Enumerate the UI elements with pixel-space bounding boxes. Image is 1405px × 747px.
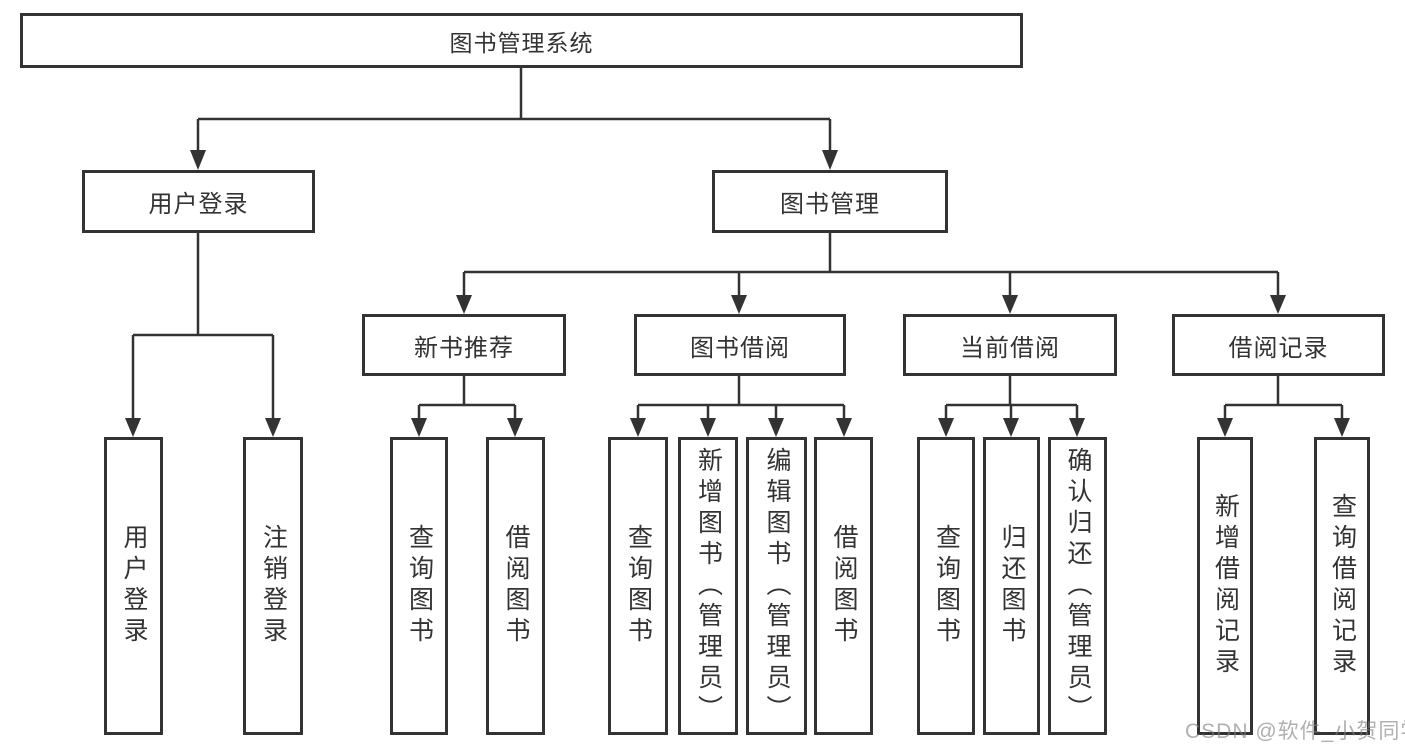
leaf-edit-books-admin: 编辑图书（管理员） xyxy=(746,437,807,735)
leaf-label: 查询借阅记录 xyxy=(1328,493,1357,679)
leaf-label: 注销登录 xyxy=(259,524,288,648)
node-current-borrow: 当前借阅 xyxy=(903,314,1117,376)
leaf-label: 新增图书（管理员） xyxy=(694,446,723,726)
leaf-return-books: 归还图书 xyxy=(983,437,1040,735)
leaf-label: 确认归还（管理员） xyxy=(1064,446,1092,726)
leaf-query-books-current: 查询图书 xyxy=(917,437,975,735)
leaf-query-borrow-record: 查询借阅记录 xyxy=(1314,437,1370,735)
node-label: 图书管理系统 xyxy=(449,29,594,56)
node-label: 用户登录 xyxy=(148,191,249,218)
leaf-borrow-books-recommend: 借阅图书 xyxy=(486,437,545,735)
leaf-add-books-admin: 新增图书（管理员） xyxy=(678,437,738,735)
node-book-management: 图书管理 xyxy=(712,170,948,233)
node-borrow-records: 借阅记录 xyxy=(1172,314,1385,376)
leaf-label: 编辑图书（管理员） xyxy=(763,446,791,726)
leaf-query-books-recommend: 查询图书 xyxy=(390,437,448,735)
node-label: 图书管理 xyxy=(780,191,880,218)
leaf-label: 查询图书 xyxy=(624,524,653,648)
node-label: 当前借阅 xyxy=(960,334,1060,362)
leaf-label: 用户登录 xyxy=(120,524,148,648)
node-new-book-recommend: 新书推荐 xyxy=(362,314,566,376)
leaf-label: 新增借阅记录 xyxy=(1211,493,1240,679)
leaf-query-books-borrow: 查询图书 xyxy=(608,437,668,735)
leaf-label: 归还图书 xyxy=(998,524,1026,648)
node-label: 新书推荐 xyxy=(414,334,514,362)
node-label: 图书借阅 xyxy=(690,334,790,362)
csdn-watermark: CSDN @软件_小贺同学 xyxy=(1185,720,1405,743)
leaf-label: 查询图书 xyxy=(405,524,434,648)
node-book-borrow: 图书借阅 xyxy=(634,314,846,376)
leaf-logout: 注销登录 xyxy=(243,437,303,735)
leaf-confirm-return-admin: 确认归还（管理员） xyxy=(1048,437,1107,735)
node-user-login: 用户登录 xyxy=(82,170,315,233)
node-label: 借阅记录 xyxy=(1228,334,1329,362)
node-library-management-system: 图书管理系统 xyxy=(20,13,1023,68)
leaf-add-borrow-record: 新增借阅记录 xyxy=(1197,437,1253,735)
leaf-label: 查询图书 xyxy=(932,524,961,648)
leaf-label: 借阅图书 xyxy=(830,524,858,648)
leaf-borrow-books: 借阅图书 xyxy=(814,437,873,735)
leaf-label: 借阅图书 xyxy=(502,524,530,648)
leaf-user-login: 用户登录 xyxy=(104,437,163,735)
